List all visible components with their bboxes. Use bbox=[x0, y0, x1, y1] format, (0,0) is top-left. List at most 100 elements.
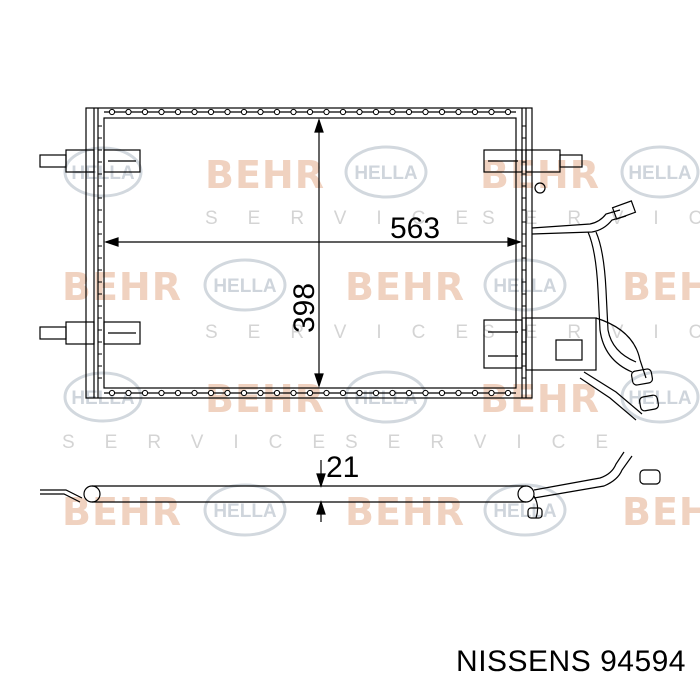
watermark-hella: HELLA bbox=[628, 163, 692, 184]
watermark-hella: HELLA bbox=[354, 163, 418, 184]
frame-bolt bbox=[405, 389, 413, 397]
arrow-right-icon bbox=[507, 237, 522, 247]
watermark-hella: HELLA bbox=[493, 276, 557, 297]
frame-bolt bbox=[207, 389, 215, 397]
watermark-hella-logo: HELLA bbox=[203, 258, 287, 312]
frame-bolt bbox=[422, 108, 429, 116]
frame-bolt bbox=[488, 108, 495, 116]
watermark-behr: BEHR bbox=[345, 490, 465, 534]
frame-bolt bbox=[174, 389, 182, 397]
dimension-width bbox=[104, 237, 522, 247]
condenser-side-view bbox=[40, 451, 661, 519]
frame-bolt bbox=[455, 108, 462, 116]
frame-bolt bbox=[339, 108, 347, 116]
frame-bolt bbox=[488, 389, 495, 397]
frame-bolt bbox=[141, 108, 149, 116]
watermark-service: SERVICE bbox=[62, 432, 355, 453]
watermark-behr: BEHR bbox=[205, 377, 325, 421]
frame-bolt bbox=[455, 389, 462, 397]
right-lower-bracket bbox=[483, 317, 597, 371]
dimension-height bbox=[314, 118, 324, 388]
watermark-hella: HELLA bbox=[493, 501, 557, 522]
frame-bolt bbox=[224, 108, 231, 116]
watermark-behr: BEHR bbox=[205, 153, 325, 197]
frame-bolt bbox=[504, 108, 512, 116]
frame-bolt bbox=[108, 108, 116, 116]
frame-bolt bbox=[290, 389, 297, 397]
frame-bolt bbox=[191, 108, 198, 116]
condenser-core bbox=[103, 117, 517, 389]
watermark-service: SERVICE bbox=[482, 322, 700, 343]
watermark-hella-logo: HELLA bbox=[483, 483, 567, 537]
frame-bolt bbox=[240, 108, 248, 116]
frame-bolt bbox=[158, 389, 165, 397]
refrigerant-pipes bbox=[531, 182, 660, 421]
watermark-hella-logo: HELLA bbox=[63, 146, 143, 198]
part-caption: NISSENS 94594 bbox=[456, 645, 686, 678]
dimension-depth bbox=[316, 460, 326, 522]
dimension-height-label: 398 bbox=[288, 283, 321, 333]
watermark-hella-logo: HELLA bbox=[483, 258, 567, 312]
frame-bolts bbox=[98, 108, 526, 397]
arrow-up-icon bbox=[316, 500, 326, 515]
watermark-layer: BEHR BEHR HELLA HELLA HELLA SERVICE SERV… bbox=[62, 145, 700, 537]
watermark-hella-logo: HELLA bbox=[63, 371, 143, 423]
frame-bolt bbox=[257, 108, 264, 116]
frame-bolt bbox=[108, 389, 116, 397]
right-upper-bracket bbox=[483, 149, 583, 173]
dimension-width-label: 563 bbox=[390, 212, 440, 245]
watermark-service: SERVICE bbox=[345, 432, 638, 453]
frame-bolt bbox=[290, 108, 297, 116]
frame-bolt bbox=[356, 108, 363, 116]
watermark-hella-logo: HELLA bbox=[344, 370, 428, 424]
frame-bolt bbox=[372, 108, 380, 116]
left-lower-bracket bbox=[39, 321, 141, 345]
arrow-left-icon bbox=[104, 237, 119, 247]
frame-bolt bbox=[224, 389, 231, 397]
frame-bolt bbox=[422, 389, 429, 397]
frame-bolt bbox=[438, 389, 446, 397]
frame-bolt bbox=[306, 108, 314, 116]
frame-bolt bbox=[504, 389, 512, 397]
watermark-hella: HELLA bbox=[213, 276, 277, 297]
watermark-behr: BEHR bbox=[622, 490, 700, 534]
frame-bolt bbox=[125, 108, 132, 116]
watermark-behr: BEHR bbox=[62, 265, 182, 309]
frame-bolt bbox=[323, 389, 330, 397]
frame-bolt bbox=[207, 108, 215, 116]
condenser-front-view bbox=[39, 107, 660, 421]
frame-bolt bbox=[191, 389, 198, 397]
frame-bolt bbox=[125, 389, 132, 397]
frame-bolt bbox=[438, 108, 446, 116]
frame-bolt bbox=[257, 389, 264, 397]
watermark-hella-logo: HELLA bbox=[203, 483, 287, 537]
watermark-hella: HELLA bbox=[213, 501, 277, 522]
watermark-behr: BEHR bbox=[345, 265, 465, 309]
frame-bolt bbox=[471, 389, 479, 397]
frame-bolt bbox=[389, 389, 396, 397]
frame-bolt bbox=[372, 389, 380, 397]
arrow-down-icon bbox=[316, 473, 326, 488]
watermark-hella-logo: HELLA bbox=[620, 370, 700, 424]
condenser-outer-frame bbox=[85, 107, 533, 399]
watermark-behr: BEHR bbox=[622, 265, 700, 309]
frame-bolt bbox=[158, 108, 165, 116]
watermark-hella: HELLA bbox=[71, 163, 135, 184]
watermark-hella: HELLA bbox=[628, 388, 692, 409]
frame-bolt bbox=[174, 108, 182, 116]
dimension-depth-label: 21 bbox=[326, 451, 359, 484]
watermark-service: SERVICE bbox=[482, 208, 700, 229]
frame-bolt bbox=[240, 389, 248, 397]
frame-bolt bbox=[339, 389, 347, 397]
frame-bolt bbox=[273, 389, 281, 397]
frame-bolt bbox=[273, 108, 281, 116]
watermark-service: SERVICE bbox=[205, 208, 498, 229]
watermark-service: SERVICE bbox=[205, 322, 498, 343]
frame-bolt bbox=[323, 108, 330, 116]
frame-bolt bbox=[471, 108, 479, 116]
watermark-hella-logo: HELLA bbox=[620, 145, 700, 199]
frame-bolt bbox=[141, 389, 149, 397]
arrow-down-icon bbox=[314, 373, 324, 388]
frame-bolt bbox=[405, 108, 413, 116]
